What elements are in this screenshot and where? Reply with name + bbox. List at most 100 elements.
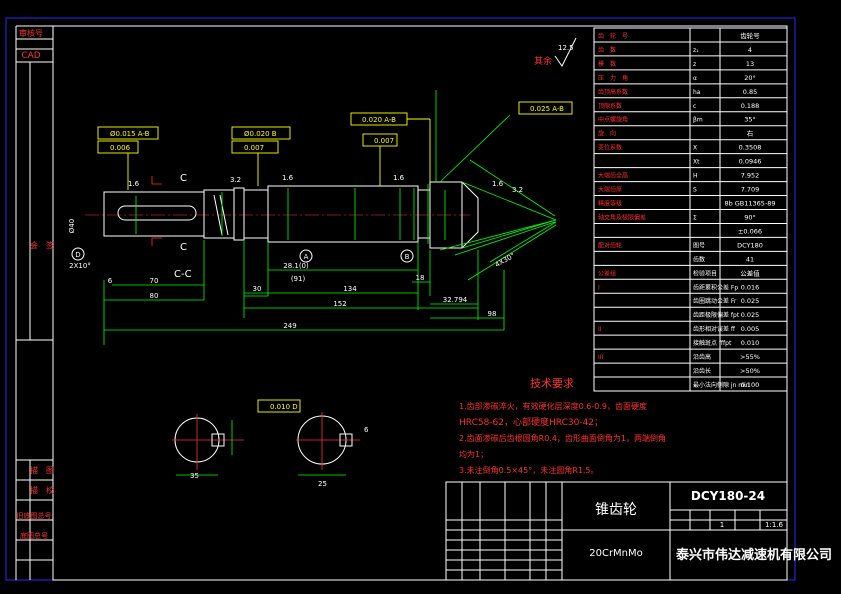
ra-1: 1.6 bbox=[128, 180, 140, 188]
param-symbol: z bbox=[693, 61, 696, 68]
dim-91: (91) bbox=[291, 275, 306, 283]
dim-80: 80 bbox=[150, 292, 159, 300]
param-value: 0.0946 bbox=[739, 158, 762, 166]
dim-70: 70 bbox=[150, 277, 159, 285]
param-value: 0.100 bbox=[741, 381, 760, 389]
notes-line-5: 3.未注倒角0.5×45°，未注圆角R1.5。 bbox=[459, 465, 599, 475]
outer-border bbox=[5, 17, 796, 581]
param-value: 7.952 bbox=[741, 172, 760, 180]
datum-a-label: A bbox=[304, 253, 309, 261]
ra-6: 3.2 bbox=[512, 186, 523, 194]
param-symbol: 齿距极限偏差 fpt bbox=[693, 311, 740, 319]
param-label: 齿 轮 号 bbox=[598, 32, 628, 40]
drawing-number: DCY180-24 bbox=[691, 489, 765, 503]
param-value: 齿轮号 bbox=[740, 31, 760, 40]
datum-b-label: B bbox=[405, 253, 410, 261]
param-label: 轴交角及极限偏差 bbox=[598, 213, 646, 221]
param-label: 顶隙系数 bbox=[598, 102, 622, 110]
dim-134: 134 bbox=[343, 285, 357, 293]
param-symbol: 检验项目 bbox=[693, 269, 717, 277]
datum-markers: D A B bbox=[71, 247, 414, 263]
material: 20CrMnMo bbox=[589, 548, 643, 559]
left-sidebar: 审核号 CAD 会 签 描 图 描 校 旧底图总号 底图总号 bbox=[15, 25, 54, 580]
param-label: 配对齿轮 bbox=[598, 241, 622, 249]
param-value: >50% bbox=[740, 367, 760, 375]
param-value: DCY180 bbox=[737, 241, 763, 249]
gdt-frames: Ø0.015 A-B 0.006 Ø0.020 B 0.007 0.020 A-… bbox=[97, 101, 573, 413]
param-label: 旋 向 bbox=[598, 130, 616, 138]
param-label: 模 数 bbox=[598, 60, 616, 68]
gdt-frame-8: 0.010 D bbox=[270, 403, 298, 411]
param-label: 压 力 角 bbox=[598, 74, 628, 82]
param-value: 公差值 bbox=[740, 268, 760, 277]
param-symbol: X bbox=[693, 145, 697, 152]
param-symbol: 齿距累积公差 Fp bbox=[693, 283, 738, 291]
inner-border bbox=[52, 25, 788, 581]
sidebar-label-countersign: 会 签 bbox=[30, 240, 54, 250]
param-symbol: 沿齿高 bbox=[693, 353, 711, 361]
section-dim-35: 35 bbox=[190, 472, 199, 480]
section-label-cc: C-C bbox=[174, 269, 192, 280]
param-label: 精度等级 bbox=[598, 200, 622, 208]
gdt-frame-4: 0.007 bbox=[244, 144, 264, 152]
param-symbol: α bbox=[693, 75, 697, 82]
gdt-frame-7: 0.025 A-B bbox=[530, 105, 564, 113]
param-symbol: 图号 bbox=[693, 242, 705, 249]
param-symbol: Xt bbox=[693, 159, 700, 166]
dim-6: 6 bbox=[108, 277, 113, 285]
dim-98: 98 bbox=[488, 310, 497, 318]
dim-18: 18 bbox=[416, 274, 425, 282]
section-mark-c-bottom: C bbox=[180, 242, 187, 253]
param-value: 右 bbox=[747, 129, 754, 138]
param-value: 0.025 bbox=[741, 297, 760, 305]
title-block: 锥齿轮 DCY180-24 20CrMnMo 泰兴市伟达减速机有限公司 1 1:… bbox=[445, 481, 832, 581]
param-value: ±0.066 bbox=[738, 227, 762, 235]
param-value: 0.188 bbox=[741, 102, 760, 110]
dimension-lines bbox=[103, 90, 557, 345]
param-label: 齿 数 bbox=[598, 46, 616, 54]
dim-152: 152 bbox=[333, 300, 346, 308]
shaft-main-view bbox=[85, 114, 557, 256]
roughness-main: 12.5 bbox=[558, 44, 574, 52]
notes-line-4: 均为1； bbox=[459, 449, 488, 459]
dim-phi-left: Ø40 bbox=[68, 219, 76, 233]
param-value: >55% bbox=[740, 353, 760, 361]
sheet-number: 1 bbox=[720, 521, 724, 529]
roughness-marks: 12.5 其余 1.6 3.2 1.6 1.6 1.6 3.2 bbox=[128, 37, 577, 194]
notes-line-2: HRC58-62，心部硬度HRC30-42； bbox=[459, 416, 603, 428]
ra-3: 1.6 bbox=[282, 174, 294, 182]
param-value: 8b GB11365-89 bbox=[724, 200, 775, 208]
param-label: I bbox=[598, 284, 600, 291]
sidebar-label-review: 审核号 bbox=[19, 28, 43, 38]
param-symbol: z₁ bbox=[693, 47, 699, 54]
roughness-rest: 其余 bbox=[534, 55, 552, 67]
sidebar-label-old-base: 旧底图总号 bbox=[17, 511, 52, 520]
gdt-frame-6: 0.007 bbox=[374, 137, 394, 145]
param-value: 0.016 bbox=[741, 283, 760, 291]
notes-line-1: 1.齿部渗碳淬火，有效硬化层深度0.6-0.9，齿面硬度 bbox=[459, 401, 647, 411]
param-value: 90° bbox=[744, 213, 756, 221]
param-value: 20° bbox=[744, 74, 756, 82]
param-label: 大端齿厚 bbox=[598, 186, 622, 194]
scale: 1:1.6 bbox=[765, 521, 783, 529]
dim-28: 28.1(0) bbox=[283, 262, 309, 270]
gdt-frame-1: Ø0.015 A-B bbox=[110, 130, 150, 138]
ra-5: 1.6 bbox=[492, 180, 504, 188]
part-name: 锥齿轮 bbox=[595, 502, 637, 518]
datum-d-label: D bbox=[75, 251, 80, 259]
gdt-frame-2: 0.006 bbox=[110, 144, 131, 152]
param-value: 13 bbox=[746, 60, 754, 68]
sidebar-label-check: 描 校 bbox=[30, 485, 54, 495]
param-symbol: 齿数 bbox=[693, 255, 705, 263]
technical-notes: 技术要求 1.齿部渗碳淬火，有效硬化层深度0.6-0.9，齿面硬度 HRC58-… bbox=[459, 377, 666, 475]
dim-4x30: 4X30° bbox=[494, 251, 517, 269]
notes-title: 技术要求 bbox=[530, 377, 574, 390]
param-label: 公差组 bbox=[598, 269, 616, 277]
company-name: 泰兴市伟达减速机有限公司 bbox=[675, 547, 832, 563]
param-symbol: Σ bbox=[693, 214, 697, 221]
dim-angle: 2X10° bbox=[69, 262, 91, 270]
param-label: 中点螺旋角 bbox=[598, 116, 628, 124]
param-label: III bbox=[598, 354, 604, 361]
